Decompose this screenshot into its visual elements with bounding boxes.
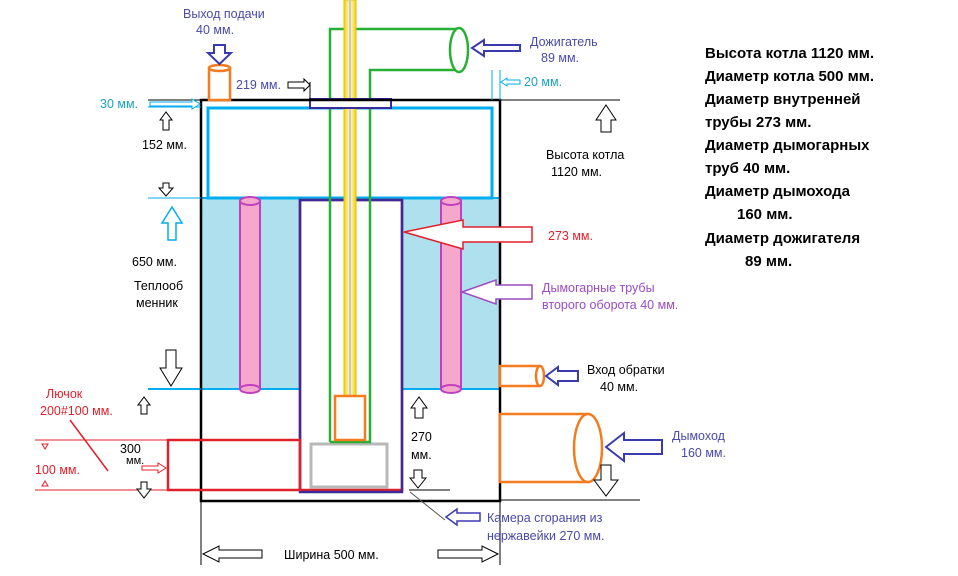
label-fire-tubes-2: второго оборота 40 мм. [542, 298, 678, 312]
arrow-up-icon [41, 480, 49, 487]
arrow-up-icon [410, 396, 428, 419]
afterburner-inlet [448, 26, 470, 74]
label-dim-650: 650 мм. [132, 255, 177, 269]
arrow-down-icon [408, 469, 428, 489]
spec-line: Диаметр внутренней [705, 91, 861, 108]
arrow-up-icon [137, 396, 151, 415]
arrow-down-icon [157, 182, 175, 197]
spec-line: Диаметр котла 500 мм. [705, 68, 874, 85]
spec-line: Диаметр дымохода [705, 183, 851, 200]
arrow-right-icon [287, 77, 311, 93]
return-inlet-pipe [498, 364, 542, 388]
label-width: Ширина 500 мм. [284, 548, 379, 562]
fire-tube-left-bottom [239, 384, 261, 394]
label-return-inlet: Вход обратки [587, 363, 665, 377]
label-hatch-size: 200#100 мм. [40, 404, 113, 418]
spec-line: труб 40 мм. [705, 160, 790, 177]
hatch-leader [69, 419, 109, 472]
label-supply-outlet-size: 40 мм. [196, 23, 234, 37]
supply-outlet-pipe [207, 66, 232, 102]
chimney-end [572, 412, 604, 484]
arrow-down-icon [135, 481, 153, 499]
spec-line: 89 мм. [745, 253, 792, 270]
arrow-left-icon [544, 365, 579, 387]
fire-tube-right-top [440, 196, 462, 206]
arrow-down-icon [41, 443, 49, 450]
arrow-left-icon [470, 38, 521, 58]
label-supply-outlet: Выход подачи [183, 7, 265, 21]
label-dim-100: 100 мм. [35, 463, 80, 477]
arrow-up-icon [595, 104, 617, 133]
specs-block: Высота котла 1120 мм. Диаметр котла 500 … [705, 45, 874, 270]
arrow-left-icon [201, 545, 263, 563]
label-afterburner-size: 89 мм. [541, 51, 579, 65]
spec-line: Диаметр дожигателя [705, 230, 860, 247]
label-dim-300: 300 [120, 442, 141, 456]
label-chamber-2: нержавейки 270 мм. [487, 529, 604, 543]
fire-tube-left [239, 200, 261, 390]
spec-line: Высота котла 1120 мм. [705, 45, 874, 62]
label-dim-30: 30 мм. [100, 97, 138, 111]
return-inlet-end [534, 364, 546, 388]
arrow-up-icon [160, 205, 184, 241]
boiler-body [199, 98, 502, 503]
label-dim-270-unit: мм. [411, 448, 432, 462]
arrow-up-icon [159, 111, 173, 131]
label-boiler-height: Высота котла [546, 148, 624, 162]
arrow-left-icon [403, 219, 533, 250]
arrow-left-icon [444, 507, 481, 527]
grate [309, 442, 389, 489]
label-dim-152: 152 мм. [142, 138, 187, 152]
arrow-left-icon [500, 77, 521, 87]
supply-outlet-top [207, 63, 232, 73]
arrow-right-icon [149, 98, 201, 110]
label-boiler-height-size: 1120 мм. [551, 165, 602, 179]
label-dim-300-unit: мм. [126, 455, 144, 467]
label-chimney-size: 160 мм. [681, 446, 726, 460]
arrow-left-icon [459, 278, 533, 306]
chamber-leader [409, 491, 446, 521]
label-dim-219: 219 мм. [236, 78, 281, 92]
arrow-left-icon [604, 430, 663, 464]
arrow-right-icon [141, 462, 167, 474]
arrow-down-icon [205, 44, 234, 66]
label-exchanger-2: менник [136, 296, 178, 310]
burner-block [333, 394, 367, 442]
label-afterburner: Дожигатель [530, 35, 598, 49]
arrow-down-icon [593, 464, 619, 497]
spec-line: трубы 273 мм. [705, 114, 811, 131]
label-fire-tubes-1: Дымогарные трубы [542, 281, 655, 295]
arrow-down-icon [159, 349, 183, 387]
fire-tube-left-top [239, 196, 261, 206]
label-chimney: Дымоход [672, 429, 726, 443]
spec-line: 160 мм. [737, 206, 793, 223]
hatch [166, 438, 302, 492]
label-return-inlet-size: 40 мм. [600, 380, 638, 394]
arrow-right-icon [437, 545, 500, 563]
label-chamber-1: Камера сгорания из [487, 511, 603, 525]
label-exchanger-1: Теплооб [134, 279, 183, 293]
fire-tube-right-bottom [440, 384, 462, 394]
label-dim-20: 20 мм. [524, 75, 562, 89]
label-dim-273: 273 мм. [548, 229, 593, 243]
spec-line: Диаметр дымогарных [705, 137, 870, 154]
label-hatch: Лючок [46, 387, 83, 401]
label-dim-270: 270 [411, 430, 432, 444]
